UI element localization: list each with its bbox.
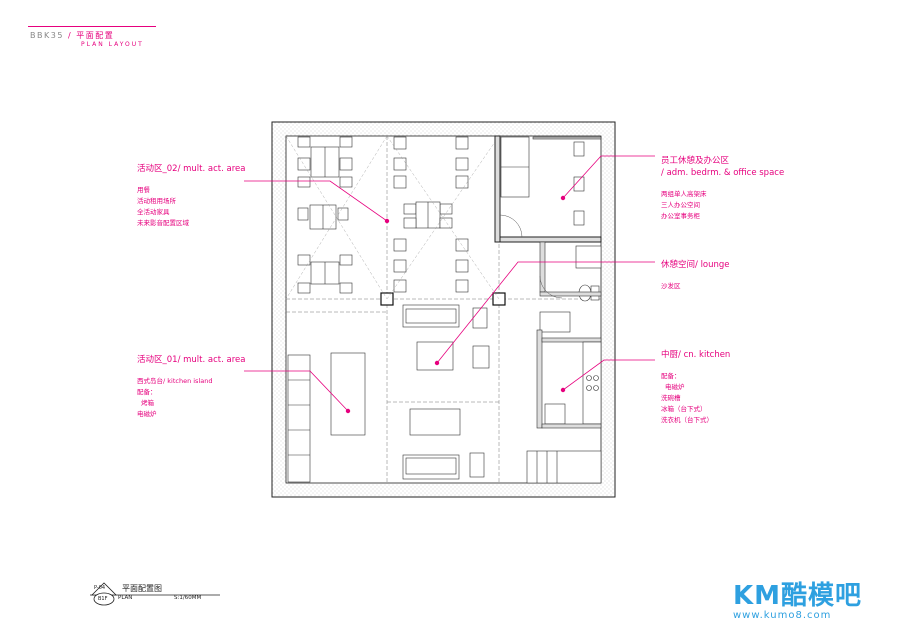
note-line: 配备： bbox=[661, 372, 681, 380]
leader-lines bbox=[244, 155, 655, 414]
note-line: 未来影音配置区域 bbox=[137, 219, 189, 227]
lounge-furniture bbox=[402, 304, 490, 480]
note-mult-act-01-title: 活动区_01/ mult. act. area bbox=[137, 355, 246, 365]
header-subtitle: PLAN LAYOUT bbox=[81, 41, 144, 48]
logo-text: KM酷模吧 bbox=[733, 581, 863, 611]
note-line: 用餐 bbox=[137, 186, 150, 194]
header-rule bbox=[28, 26, 156, 27]
kitchen-island bbox=[287, 352, 366, 483]
note-mult-act-02: 活动区_02/ mult. act. area 用餐 活动租用场所 全活动家具 … bbox=[137, 163, 245, 229]
note-lounge: 休憩空间/ lounge 沙发区 bbox=[661, 259, 730, 292]
note-line: 冰箱（台下式） bbox=[661, 405, 707, 413]
note-line: 电磁炉 bbox=[665, 383, 685, 391]
note-kitchen: 中厨/ cn. kitchen 配备： 电磁炉 洗碗槽 冰箱（台下式） 洗衣机（… bbox=[661, 349, 730, 426]
note-line: 沙发区 bbox=[661, 282, 681, 290]
header-title: 平面配置 bbox=[76, 31, 115, 40]
note-mult-act-01: 活动区_01/ mult. act. area 西式岛台/ kitchen is… bbox=[137, 354, 245, 420]
title-block: P-04 B1F 平面配置图 PLAN S:1/60MM bbox=[90, 583, 220, 607]
note-line: 西式岛台/ kitchen island bbox=[137, 377, 213, 385]
note-line: 活动租用场所 bbox=[137, 197, 176, 205]
title-block-code-bottom: B1F bbox=[98, 596, 108, 602]
dining-furniture-center bbox=[393, 136, 469, 293]
title-block-symbol bbox=[90, 582, 220, 606]
bath-area bbox=[539, 241, 602, 333]
header-title-row: BBK35 / 平面配置 bbox=[30, 30, 114, 41]
note-line: 洗碗槽 bbox=[661, 394, 681, 402]
note-line: 洗衣机（台下式） bbox=[661, 416, 713, 424]
note-office-title-2: / adm. bedrm. & office space bbox=[661, 168, 785, 178]
note-line: 配备： bbox=[137, 388, 157, 396]
note-line: 全活动家具 bbox=[137, 208, 170, 216]
note-lounge-title: 休憩空间/ lounge bbox=[661, 260, 730, 270]
header-code: BBK35 bbox=[30, 31, 64, 40]
logo-url: www.kumo8.com bbox=[733, 610, 832, 621]
note-line: 烤箱 bbox=[141, 399, 154, 407]
note-line: 三人办公空间 bbox=[661, 201, 700, 209]
office-furniture bbox=[499, 136, 602, 238]
header-separator: / bbox=[67, 31, 73, 40]
note-line: 办公室事务柜 bbox=[661, 212, 700, 220]
title-block-name: 平面配置图 bbox=[122, 584, 162, 593]
dashed-projections bbox=[285, 135, 500, 300]
dining-furniture-left bbox=[297, 136, 353, 294]
title-block-plan-label: PLAN bbox=[118, 595, 133, 601]
note-kitchen-title: 中厨/ cn. kitchen bbox=[661, 350, 731, 360]
title-block-code-top: P-04 bbox=[94, 585, 106, 591]
note-office-title: 员工休憩及办公区 bbox=[661, 156, 730, 166]
note-line: 两组单人高架床 bbox=[661, 190, 707, 198]
title-block-scale: S:1/60MM bbox=[174, 595, 202, 601]
kitchen-furniture bbox=[526, 329, 602, 484]
office-walls bbox=[494, 135, 602, 243]
kumo8-logo: KM酷模吧 www.kumo8.com bbox=[733, 575, 862, 621]
note-mult-act-02-title: 活动区_02/ mult. act. area bbox=[137, 164, 246, 174]
note-office: 员工休憩及办公区 / adm. bedrm. & office space 两组… bbox=[661, 155, 784, 222]
note-line: 电磁炉 bbox=[137, 410, 157, 418]
